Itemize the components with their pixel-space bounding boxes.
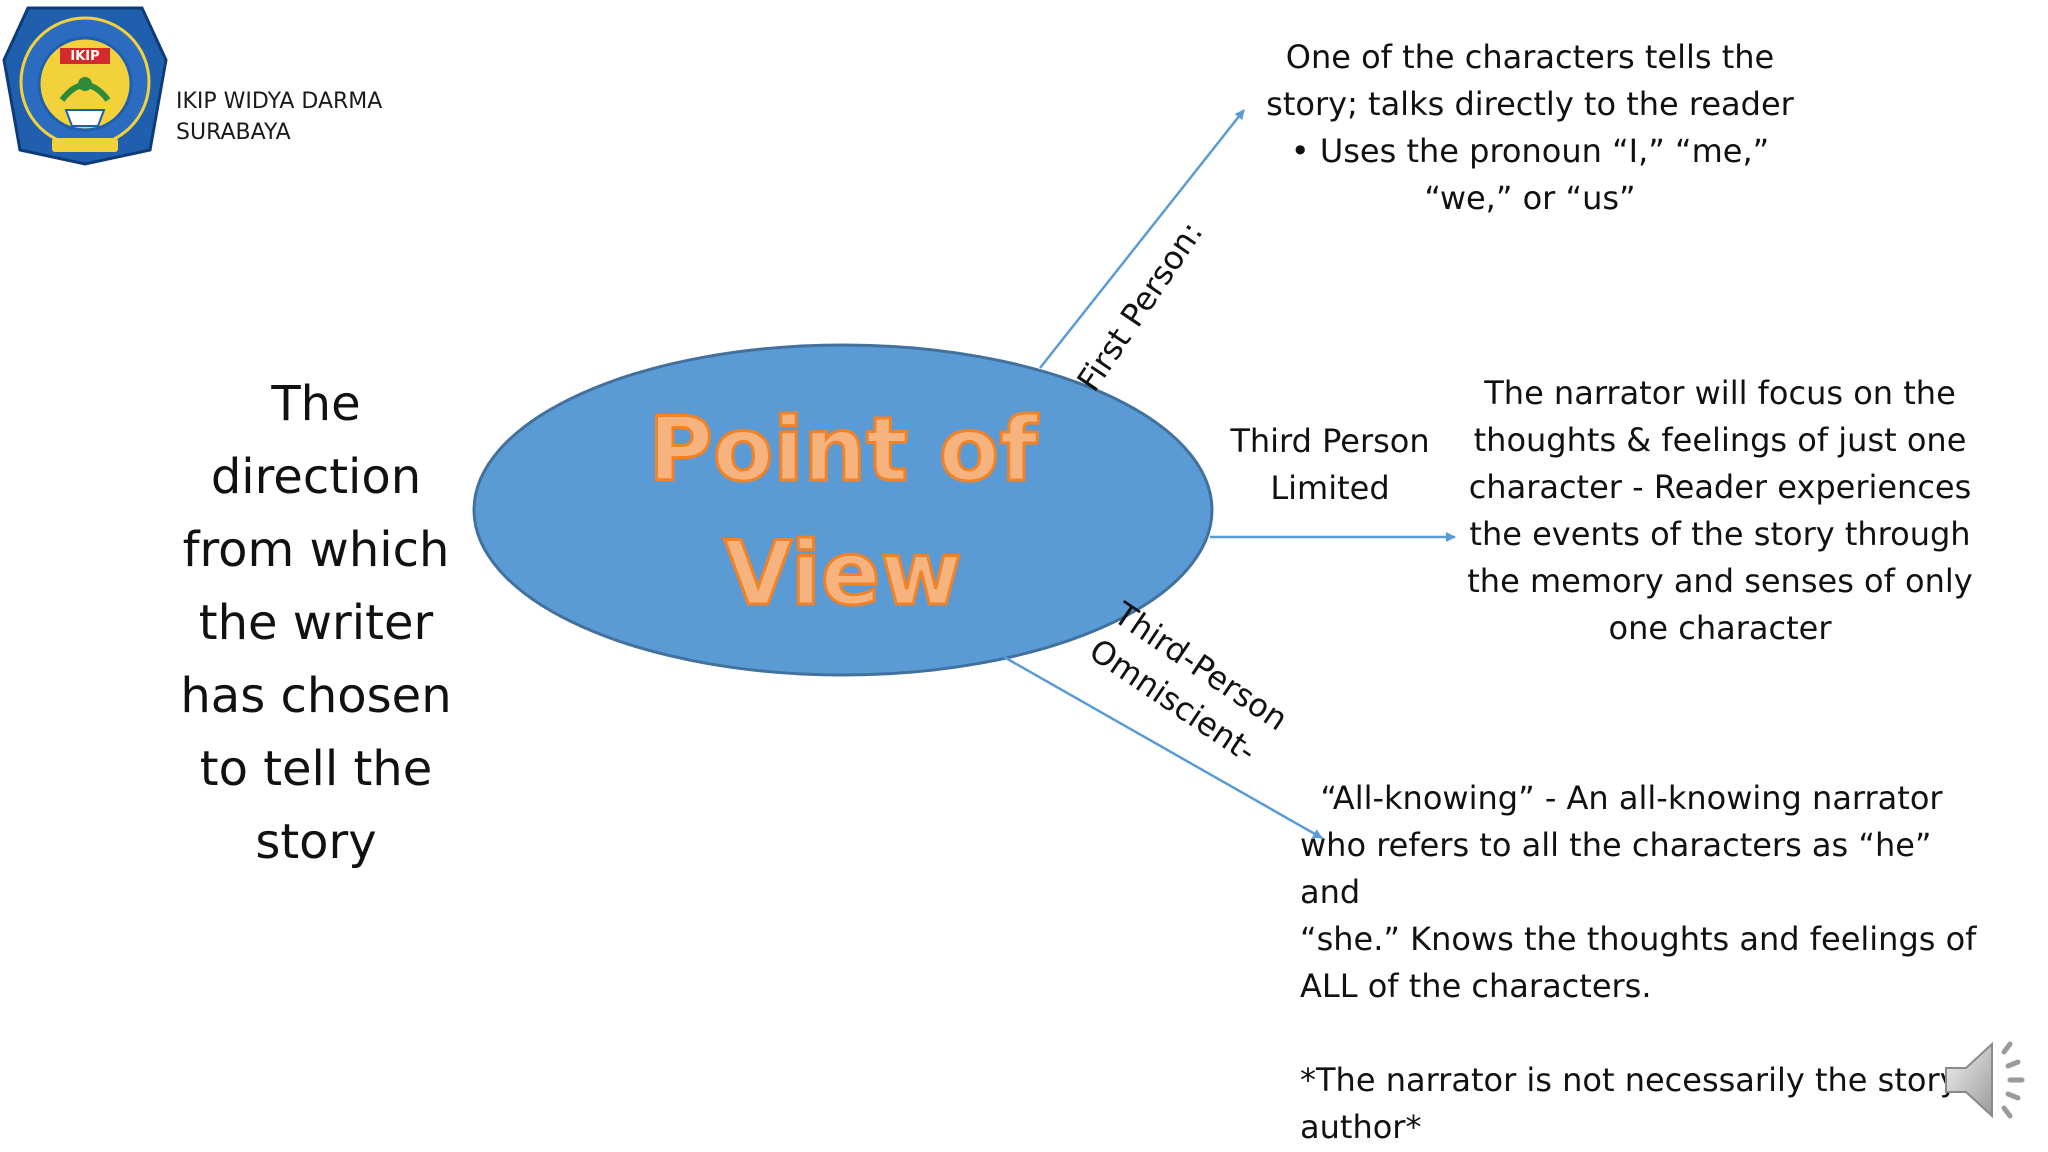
center-title: Point of View [620, 388, 1066, 636]
third-limited-description: The narrator will focus on the thoughts … [1460, 370, 1980, 652]
description-line: One of the characters tells the [1285, 38, 1775, 76]
description-line: the events of the story through [1469, 515, 1971, 553]
third-limited-label-line2: Limited [1270, 469, 1390, 507]
center-title-line1: Point of [647, 397, 1039, 503]
third-omniscient-description: “All-knowing” - An all-knowing narrator … [1300, 775, 2000, 1151]
description-line: story; talks directly to the reader [1266, 85, 1794, 123]
center-title-line2: View [723, 521, 964, 627]
description-line: one character [1608, 609, 1832, 647]
definition-line: The [271, 376, 361, 432]
definition-line: the writer [198, 595, 434, 651]
institution-line1: IKIP WIDYA DARMA [176, 89, 383, 114]
institution-logo: IKIP [2, 6, 168, 166]
third-limited-label-line1: Third Person [1230, 422, 1430, 460]
description-line: “we,” or “us” [1424, 179, 1636, 217]
definition-line: story [255, 814, 377, 870]
definition-line: to tell the [199, 741, 433, 797]
logo-banner-text: IKIP [70, 49, 99, 64]
description-line: character - Reader experiences [1468, 468, 1972, 506]
description-line: the memory and senses of only [1467, 562, 1973, 600]
description-line: ALL of the characters. [1300, 967, 1652, 1005]
center-ellipse [472, 343, 1214, 677]
institution-line2: SURABAYA [176, 120, 291, 145]
description-line: • Uses the pronoun “I,” “me,” [1290, 132, 1770, 170]
definition-line: direction [210, 449, 422, 505]
first-person-description: One of the characters tells the story; t… [1240, 34, 1820, 222]
description-line: The narrator will focus on the [1484, 374, 1956, 412]
description-line: thoughts & feelings of just one [1473, 421, 1967, 459]
institution-name: IKIP WIDYA DARMA SURABAYA [176, 86, 382, 148]
description-line: “she.” Knows the thoughts and feelings o… [1300, 920, 1977, 958]
third-limited-label: Third Person Limited [1210, 418, 1450, 512]
seal-icon [2, 6, 168, 166]
definition-line: from which [182, 522, 450, 578]
speaker-icon[interactable] [1938, 1030, 2038, 1130]
third-omniscient-arrow [1003, 655, 1323, 840]
description-line: who refers to all the characters as “he”… [1300, 826, 1932, 911]
description-line: “All-knowing” - An all-knowing narrator [1300, 779, 1943, 817]
first-person-arrow [1039, 109, 1245, 369]
note-line: *The narrator is not necessarily the sto… [1300, 1061, 1986, 1099]
definition-line: has chosen [180, 668, 452, 724]
note-line: author* [1300, 1108, 1422, 1146]
description-spacer [1300, 1010, 2000, 1057]
definition-text: The direction from which the writer has … [150, 368, 482, 879]
